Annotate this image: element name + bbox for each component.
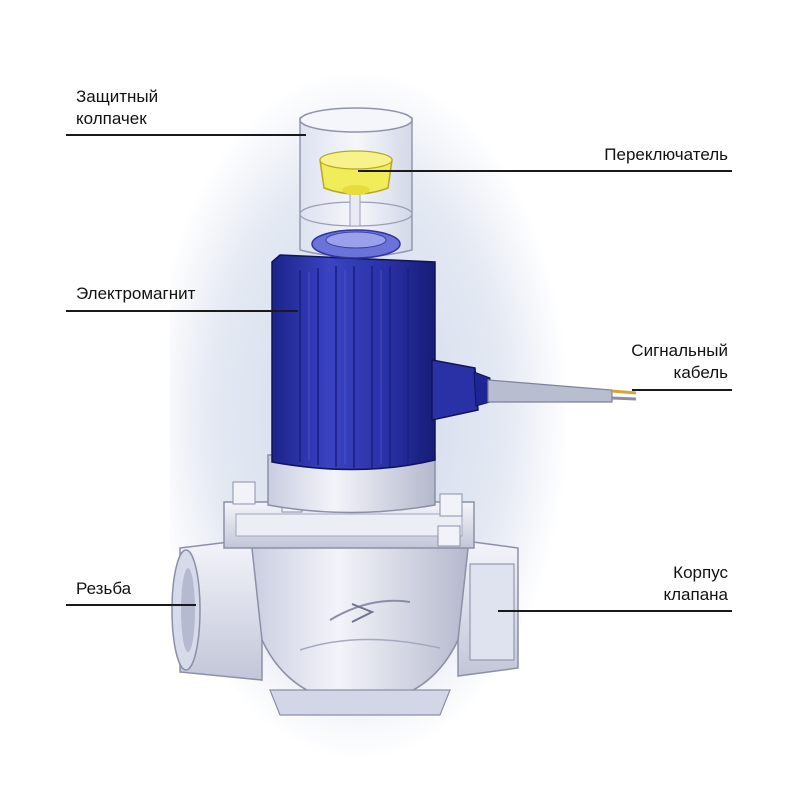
label-thread: Резьба xyxy=(76,578,131,600)
label-switch: Переключатель xyxy=(604,144,728,166)
leader-line-switch xyxy=(358,170,732,172)
label-electromagnet: Электромагнит xyxy=(76,283,195,305)
label-electromagnet-line1: Электромагнит xyxy=(76,284,196,303)
switch-knob-illustration xyxy=(319,150,393,195)
label-protective-cap: Защитный колпачек xyxy=(76,86,158,130)
label-protective-cap-line1: Защитный xyxy=(76,87,159,106)
label-signal-cable: Сигнальный кабель xyxy=(631,340,728,384)
leader-line-thread xyxy=(66,604,196,606)
label-signal-cable-line2: кабель xyxy=(673,363,728,382)
label-valve-body-line2: клапана xyxy=(663,585,728,604)
label-valve-body: Корпус клапана xyxy=(663,562,728,606)
label-signal-cable-line1: Сигнальный xyxy=(631,341,728,360)
leader-line-electromagnet xyxy=(66,310,298,312)
label-thread-line1: Резьба xyxy=(76,579,132,598)
coil-collar xyxy=(267,454,436,514)
valve-body-illustration xyxy=(171,481,519,716)
electromagnet-illustration xyxy=(271,254,491,471)
label-protective-cap-line2: колпачек xyxy=(76,109,147,128)
leader-line-valve-body xyxy=(498,610,732,612)
leader-line-protective-cap xyxy=(66,134,306,136)
label-valve-body-line1: Корпус xyxy=(673,563,728,582)
leader-line-signal-cable xyxy=(632,389,732,391)
signal-cable-illustration xyxy=(487,379,637,403)
label-switch-line1: Переключатель xyxy=(604,145,728,164)
